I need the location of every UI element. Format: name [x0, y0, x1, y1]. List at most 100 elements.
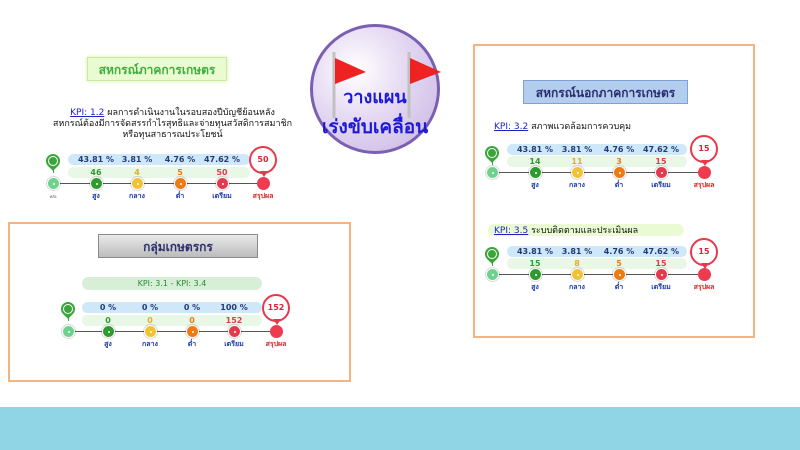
kpi-3-5-description: KPI: 3.5 ระบบติดตามและประเมินผล	[494, 226, 638, 237]
center-title-line2: เร่งขับเคลื่อน	[321, 116, 429, 138]
medium-dot[interactable]	[131, 177, 144, 190]
count-high: 0	[105, 316, 111, 325]
start-dot	[486, 268, 499, 281]
kpi-3-5-code[interactable]: KPI: 3.5	[494, 226, 529, 236]
label-prep: เตรียม	[224, 340, 244, 348]
start-dot	[47, 177, 60, 190]
center-circle	[310, 24, 440, 154]
prep-dot[interactable]	[228, 325, 241, 338]
count-prep: 50	[216, 168, 228, 177]
progress-line	[68, 331, 276, 332]
low-dot[interactable]	[613, 166, 626, 179]
label-summary: สรุปผล	[252, 192, 274, 200]
red-flag-left-icon	[332, 52, 366, 118]
summary-dot[interactable]	[698, 166, 711, 179]
pct-prep: 47.62 %	[642, 145, 680, 154]
count-low: 0	[189, 316, 195, 325]
pct-medium: 3.81 %	[561, 145, 593, 154]
label-low: ต่ำ	[175, 192, 185, 200]
pct-high: 0 %	[99, 303, 117, 312]
count-prep: 152	[225, 316, 243, 325]
low-dot[interactable]	[174, 177, 187, 190]
leaf-stem	[492, 261, 493, 266]
pct-low: 4.76 %	[164, 155, 196, 164]
high-dot[interactable]	[529, 268, 542, 281]
label-summary: สรุปผล	[265, 340, 287, 348]
leaf-stem	[68, 316, 69, 321]
pct-prep: 47.62 %	[203, 155, 241, 164]
label-medium: กลาง	[142, 340, 158, 348]
pct-low: 0 %	[183, 303, 201, 312]
summary-dot[interactable]	[270, 325, 283, 338]
kpi-3-5-pill	[488, 224, 684, 236]
label-prep: เตรียม	[651, 283, 671, 291]
kpi-3-5-text: ระบบติดตามและประเมินผล	[528, 226, 639, 236]
pct-medium: 0 %	[141, 303, 159, 312]
summary-pin: 152	[262, 294, 290, 325]
count-medium: 8	[574, 259, 580, 268]
label-low: ต่ำ	[614, 181, 624, 189]
count-row-bar	[68, 167, 250, 178]
summary-dot[interactable]	[257, 177, 270, 190]
pct-low: 4.76 %	[603, 247, 635, 256]
progress-line	[492, 274, 704, 275]
count-row-bar	[507, 156, 687, 167]
kpi-3-2-code[interactable]: KPI: 3.2	[494, 122, 529, 132]
leaf-stem	[492, 160, 493, 165]
kpi-1-2-text3: หรือทุนสาธารณประโยชน์	[122, 130, 223, 140]
count-medium: 11	[571, 157, 583, 166]
leaf-stem	[53, 168, 54, 173]
prep-dot[interactable]	[655, 166, 668, 179]
high-dot[interactable]	[90, 177, 103, 190]
medium-dot[interactable]	[571, 166, 584, 179]
high-dot[interactable]	[102, 325, 115, 338]
start-dot	[486, 166, 499, 179]
pct-medium: 3.81 %	[561, 247, 593, 256]
summary-dot[interactable]	[698, 268, 711, 281]
pct-row-bar	[507, 144, 687, 155]
low-dot[interactable]	[613, 268, 626, 281]
prep-dot[interactable]	[216, 177, 229, 190]
count-medium: 0	[147, 316, 153, 325]
label-low: ต่ำ	[187, 340, 197, 348]
kpi-1-2-code[interactable]: KPI: 1.2	[70, 108, 105, 118]
count-prep: 15	[655, 157, 667, 166]
pct-row-bar	[68, 154, 250, 165]
kpi-3-2-description: KPI: 3.2 สภาพแวดล้อมการควบคุม	[494, 122, 631, 133]
summary-pin: 15	[690, 135, 718, 166]
count-low: 5	[616, 259, 622, 268]
prep-dot[interactable]	[655, 268, 668, 281]
agri-coop-banner: สหกรณ์ภาคการเกษตร	[87, 57, 227, 81]
label-high: สูง	[531, 283, 539, 291]
low-dot[interactable]	[186, 325, 199, 338]
medium-dot[interactable]	[144, 325, 157, 338]
label-prep: เตรียม	[651, 181, 671, 189]
progress-line	[53, 183, 263, 184]
center-title-line1: วางแผน	[343, 87, 407, 108]
label-summary: สรุปผล	[693, 283, 715, 291]
red-flag-right-icon	[407, 52, 441, 118]
start-dot	[62, 325, 75, 338]
medium-dot[interactable]	[571, 268, 584, 281]
non-agri-coop-panel	[473, 44, 755, 338]
count-prep: 15	[655, 259, 667, 268]
label-low: ต่ำ	[614, 283, 624, 291]
progress-line	[492, 172, 704, 173]
label-high: สูง	[92, 192, 100, 200]
kpi-1-2-description: KPI: 1.2 ผลการดำเนินงานในรอบสองปีบัญชีย้…	[40, 108, 305, 141]
label-high: สูง	[531, 181, 539, 189]
count-row-bar	[507, 258, 687, 269]
pct-row-bar	[507, 246, 687, 257]
pct-high: 43.81 %	[516, 145, 554, 154]
count-low: 5	[177, 168, 183, 177]
label-medium: กลาง	[129, 192, 145, 200]
summary-pin: 15	[690, 238, 718, 269]
kpi-1-2-text2: สหกรณ์ต้องมีการจัดสรรกำไรสุทธิและจ่ายทุน…	[52, 119, 293, 129]
pct-row-bar	[82, 302, 262, 313]
high-dot[interactable]	[529, 166, 542, 179]
pct-high: 43.81 %	[516, 247, 554, 256]
label-summary: สรุปผล	[693, 181, 715, 189]
count-high: 15	[529, 259, 541, 268]
count-row-bar	[82, 315, 262, 326]
